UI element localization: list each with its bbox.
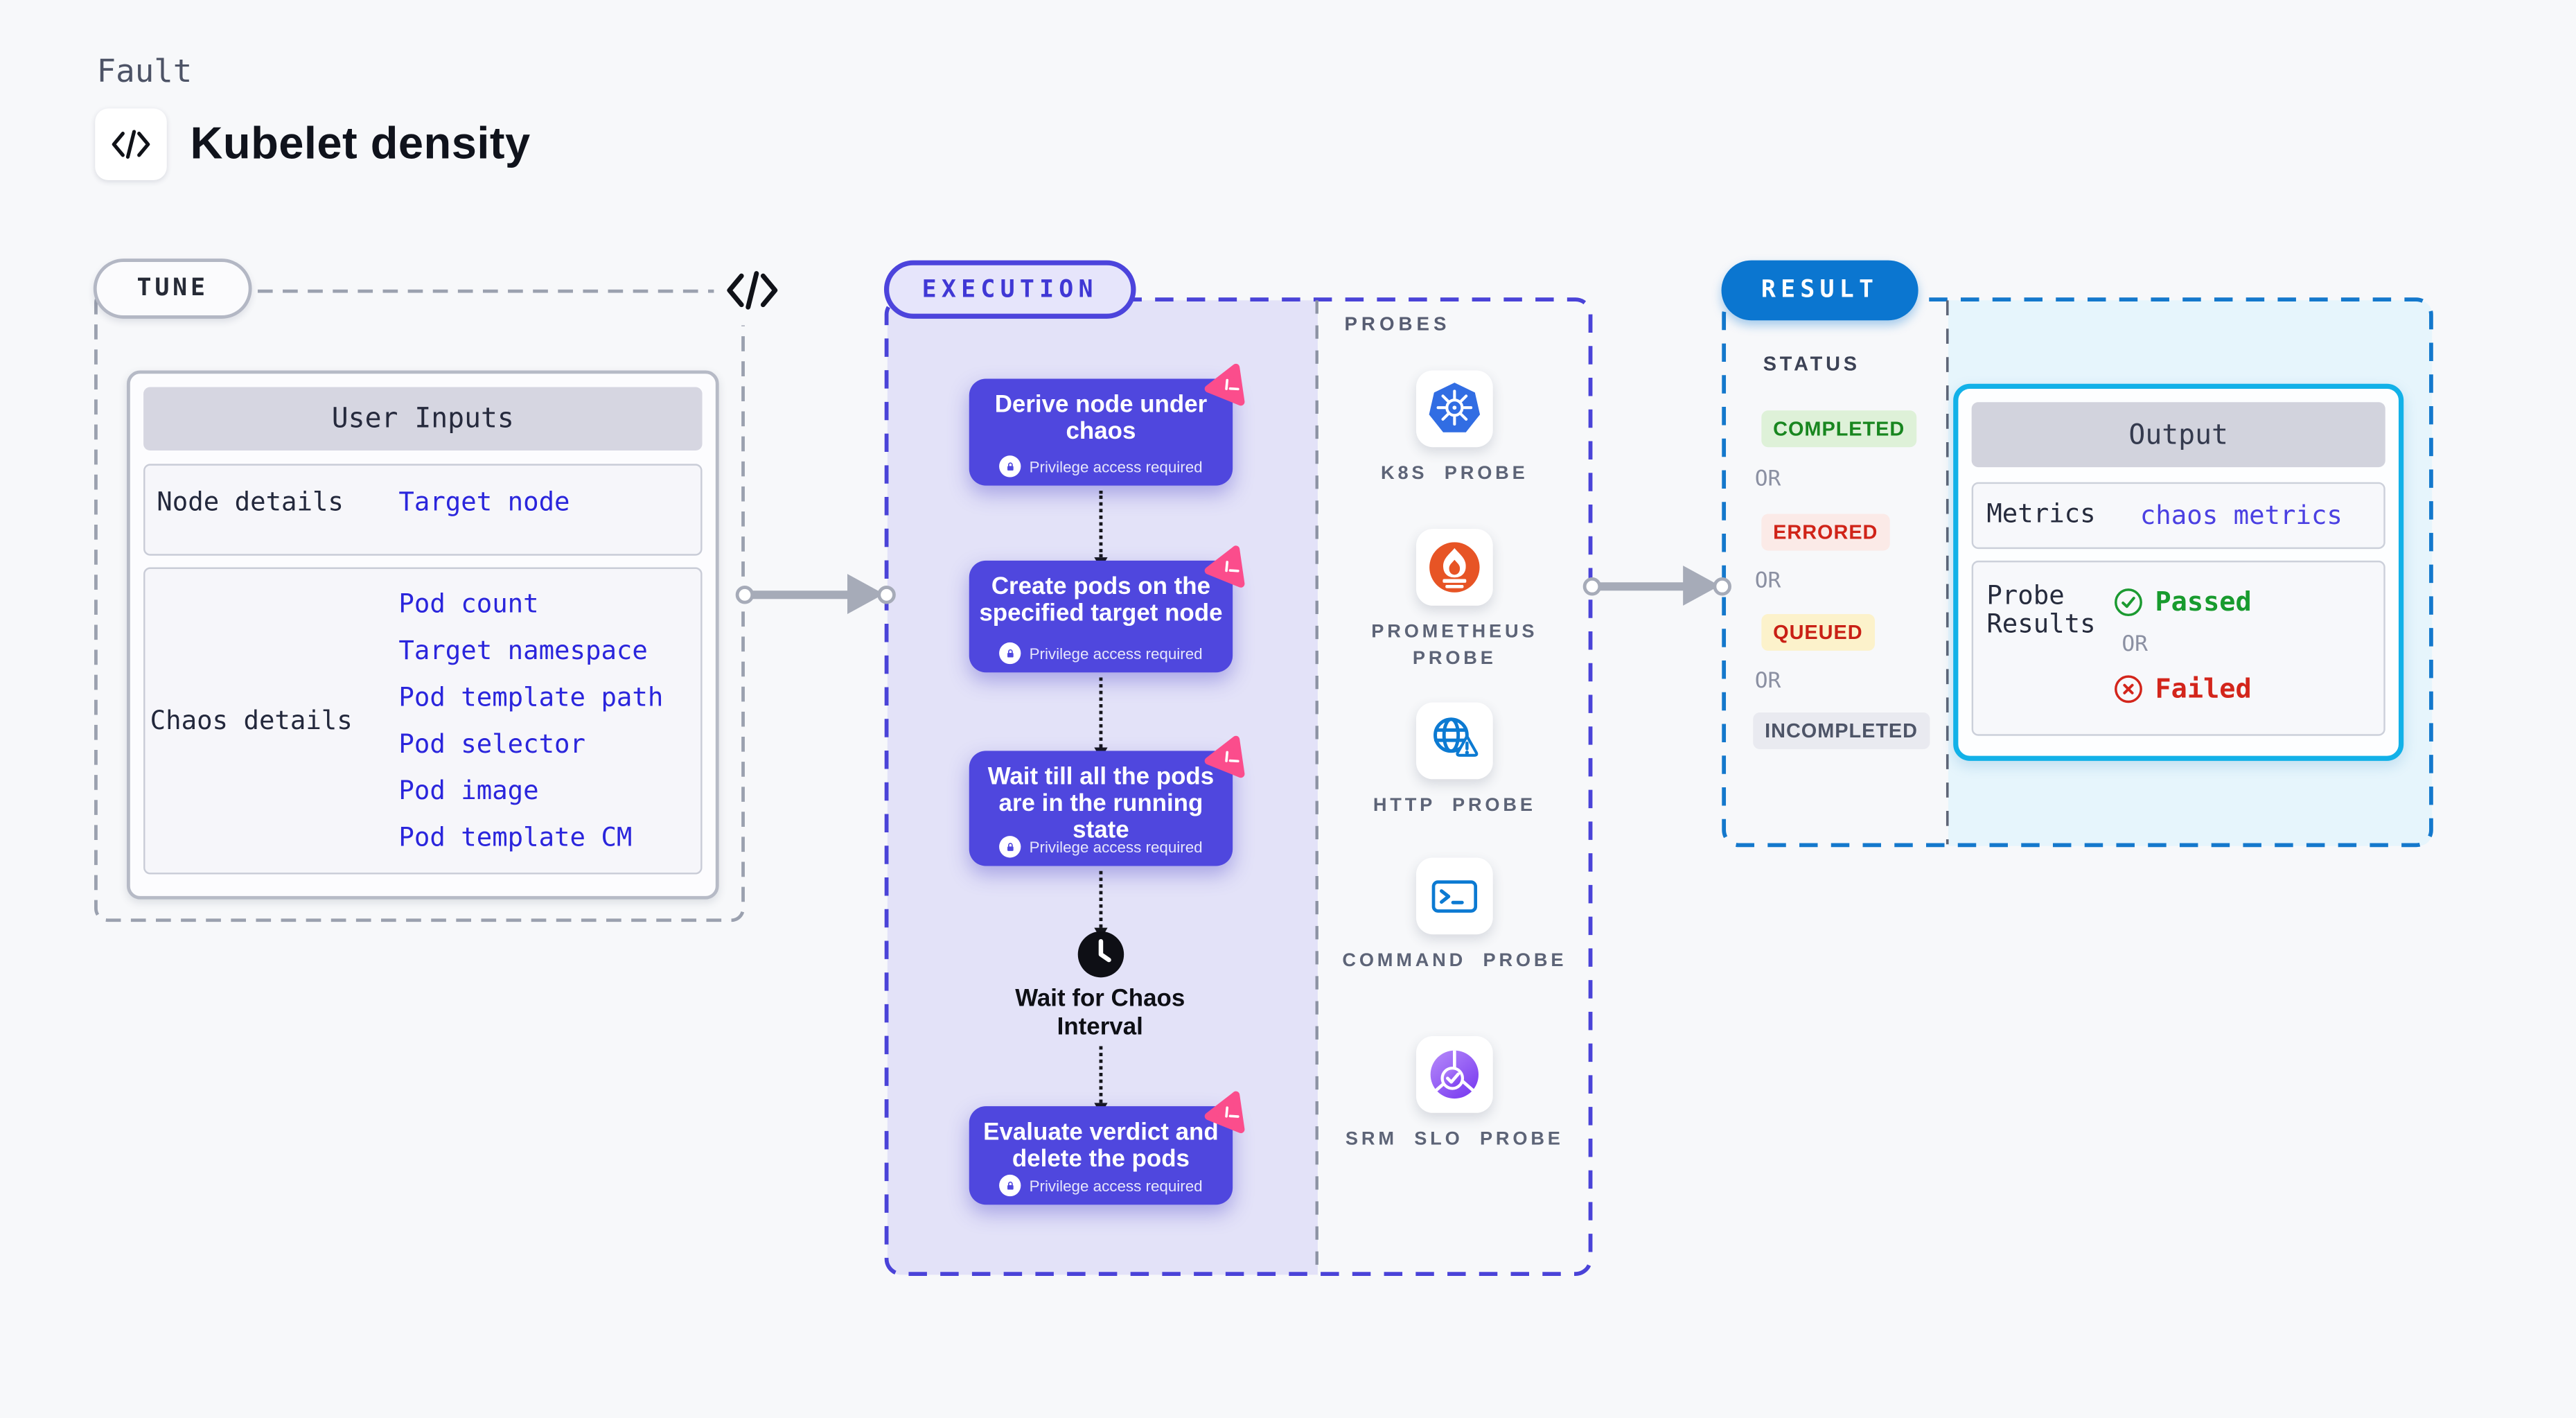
check-circle-icon: [2115, 587, 2142, 615]
probe-label: HTTP PROBE: [1373, 796, 1536, 816]
status-badge-completed: COMPLETED: [1761, 410, 1917, 448]
flow-arrow-tune-to-execution: [735, 574, 896, 614]
kubernetes-icon: [1415, 370, 1493, 448]
probe-label: SRM SLO PROBE: [1345, 1129, 1564, 1150]
step-title: Create pods on the specified target node: [979, 574, 1223, 628]
status-badge-errored: ERRORED: [1761, 514, 1890, 551]
or-separator: OR: [1754, 669, 1781, 694]
step-title: Wait till all the pods are in the runnin…: [987, 764, 1215, 845]
wait-label: Wait for Chaos Interval: [1015, 986, 1185, 1042]
code-corner-icon: [714, 255, 791, 326]
row-label: Chaos details: [150, 706, 353, 736]
pod-count-link[interactable]: Pod count: [398, 588, 539, 618]
probe-label: PROMETHEUS PROBE: [1371, 622, 1538, 670]
privilege-text: Privilege access required: [1029, 838, 1203, 855]
step-derive-node: Derive node under chaos Privilege access…: [969, 363, 1245, 486]
flow-connector: [1093, 490, 1108, 569]
flow-connector: [1093, 870, 1108, 940]
probe-http: HTTP PROBE: [1316, 702, 1594, 820]
execution-badge: EXECUTION: [883, 260, 1136, 319]
prometheus-icon: [1415, 529, 1493, 606]
tune-badge: TUNE: [93, 259, 252, 319]
privilege-note: Privilege access required: [969, 1174, 1233, 1197]
chaos-metrics-link[interactable]: chaos metrics: [2140, 500, 2343, 531]
row-label: Node details: [157, 487, 344, 518]
result-section: RESULT STATUS COMPLETED OR ERRORED OR QU…: [1721, 260, 2434, 848]
privilege-text: Privilege access required: [1029, 1177, 1203, 1194]
lock-icon: [999, 455, 1021, 478]
probes-column: PROBES K8S PROBE: [1316, 297, 1594, 1277]
chaos-flag-icon: [1204, 735, 1245, 778]
target-node-link[interactable]: Target node: [398, 487, 570, 518]
output-header: Output: [1971, 402, 2385, 468]
metrics-label: Metrics: [1986, 498, 2096, 529]
wait-chaos-interval-node: Wait for Chaos Interval: [884, 929, 1316, 1043]
execution-section: EXECUTION Derive node under chaos Privil…: [883, 260, 1594, 1277]
step-title: Derive node under chaos: [994, 392, 1208, 446]
probe-verdicts: Passed OR Failed: [2113, 586, 2252, 704]
probe-prometheus: PROMETHEUS PROBE: [1316, 529, 1594, 674]
probe-label: COMMAND PROBE: [1342, 951, 1567, 972]
probe-results-label: Probe Results: [1986, 580, 2096, 640]
chaos-flag-icon: [1204, 363, 1245, 406]
flow-connector: [1093, 1046, 1108, 1115]
privilege-text: Privilege access required: [1029, 645, 1203, 662]
x-circle-icon: [2115, 674, 2142, 703]
chaos-detail-links: Pod count Target namespace Pod template …: [398, 569, 663, 873]
probes-heading: PROBES: [1344, 315, 1451, 335]
probe-label: K8S PROBE: [1381, 464, 1528, 484]
privilege-note: Privilege access required: [969, 455, 1233, 478]
table-row-chaos-details: Chaos details Pod count Target namespace…: [143, 567, 703, 875]
probe-srm-slo: SRM SLO PROBE: [1316, 1036, 1594, 1153]
step-create-pods: Create pods on the specified target node…: [969, 545, 1245, 673]
page-title: Kubelet density: [190, 118, 531, 169]
output-row-probe-results: Probe Results Passed OR: [1971, 560, 2385, 736]
step-evaluate-verdict: Evaluate verdict and delete the pods Pri…: [969, 1091, 1245, 1205]
output-row-metrics: Metrics chaos metrics: [1971, 482, 2385, 550]
or-separator: OR: [1754, 467, 1781, 493]
step-title: Evaluate verdict and delete the pods: [983, 1119, 1219, 1173]
chaos-flag-icon: [1204, 545, 1245, 588]
privilege-note: Privilege access required: [969, 642, 1233, 665]
status-badge-queued: QUEUED: [1761, 613, 1875, 651]
privilege-note: Privilege access required: [969, 836, 1233, 858]
page-header: Kubelet density: [95, 108, 531, 181]
pod-template-cm-link[interactable]: Pod template CM: [398, 821, 633, 852]
verdict-passed: Passed: [2113, 586, 2252, 618]
chaos-flag-icon: [1204, 1091, 1245, 1134]
failed-text: Failed: [2155, 672, 2252, 704]
probe-k8s: K8S PROBE: [1316, 370, 1594, 487]
lock-icon: [999, 642, 1021, 665]
status-heading: STATUS: [1763, 351, 1860, 376]
verdict-failed: Failed: [2113, 672, 2252, 704]
user-inputs-table: User Inputs Node details Target node Cha…: [126, 370, 719, 900]
flow-connector: [1093, 677, 1108, 760]
target-namespace-link[interactable]: Target namespace: [398, 635, 648, 665]
table-row-node-details: Node details Target node: [143, 464, 703, 556]
or-separator: OR: [1754, 568, 1781, 595]
result-badge: RESULT: [1721, 260, 1918, 321]
slo-gauge-icon: [1415, 1036, 1493, 1113]
table-header: User Inputs: [143, 387, 703, 451]
clock-icon: [1077, 931, 1123, 978]
globe-warning-icon: [1415, 702, 1493, 780]
passed-text: Passed: [2155, 586, 2252, 618]
pod-selector-link[interactable]: Pod selector: [398, 728, 585, 759]
category-label: Fault: [96, 53, 193, 91]
flow-arrow-execution-to-result: [1582, 566, 1731, 606]
probe-command: COMMAND PROBE: [1316, 857, 1594, 974]
pod-template-path-link[interactable]: Pod template path: [398, 681, 664, 712]
or-separator: OR: [2121, 632, 2149, 658]
lock-icon: [999, 1174, 1021, 1197]
step-wait-pods-running: Wait till all the pods are in the runnin…: [969, 735, 1245, 866]
pod-image-link[interactable]: Pod image: [398, 775, 539, 805]
code-icon: [95, 108, 167, 181]
terminal-icon: [1415, 857, 1493, 935]
output-table: Output Metrics chaos metrics Probe Resul…: [1953, 383, 2404, 761]
lock-icon: [999, 836, 1021, 858]
tune-section: TUNE User Inputs Node details Target nod…: [93, 255, 791, 922]
privilege-text: Privilege access required: [1029, 457, 1203, 475]
status-badge-incompleted: INCOMPLETED: [1753, 712, 1930, 749]
